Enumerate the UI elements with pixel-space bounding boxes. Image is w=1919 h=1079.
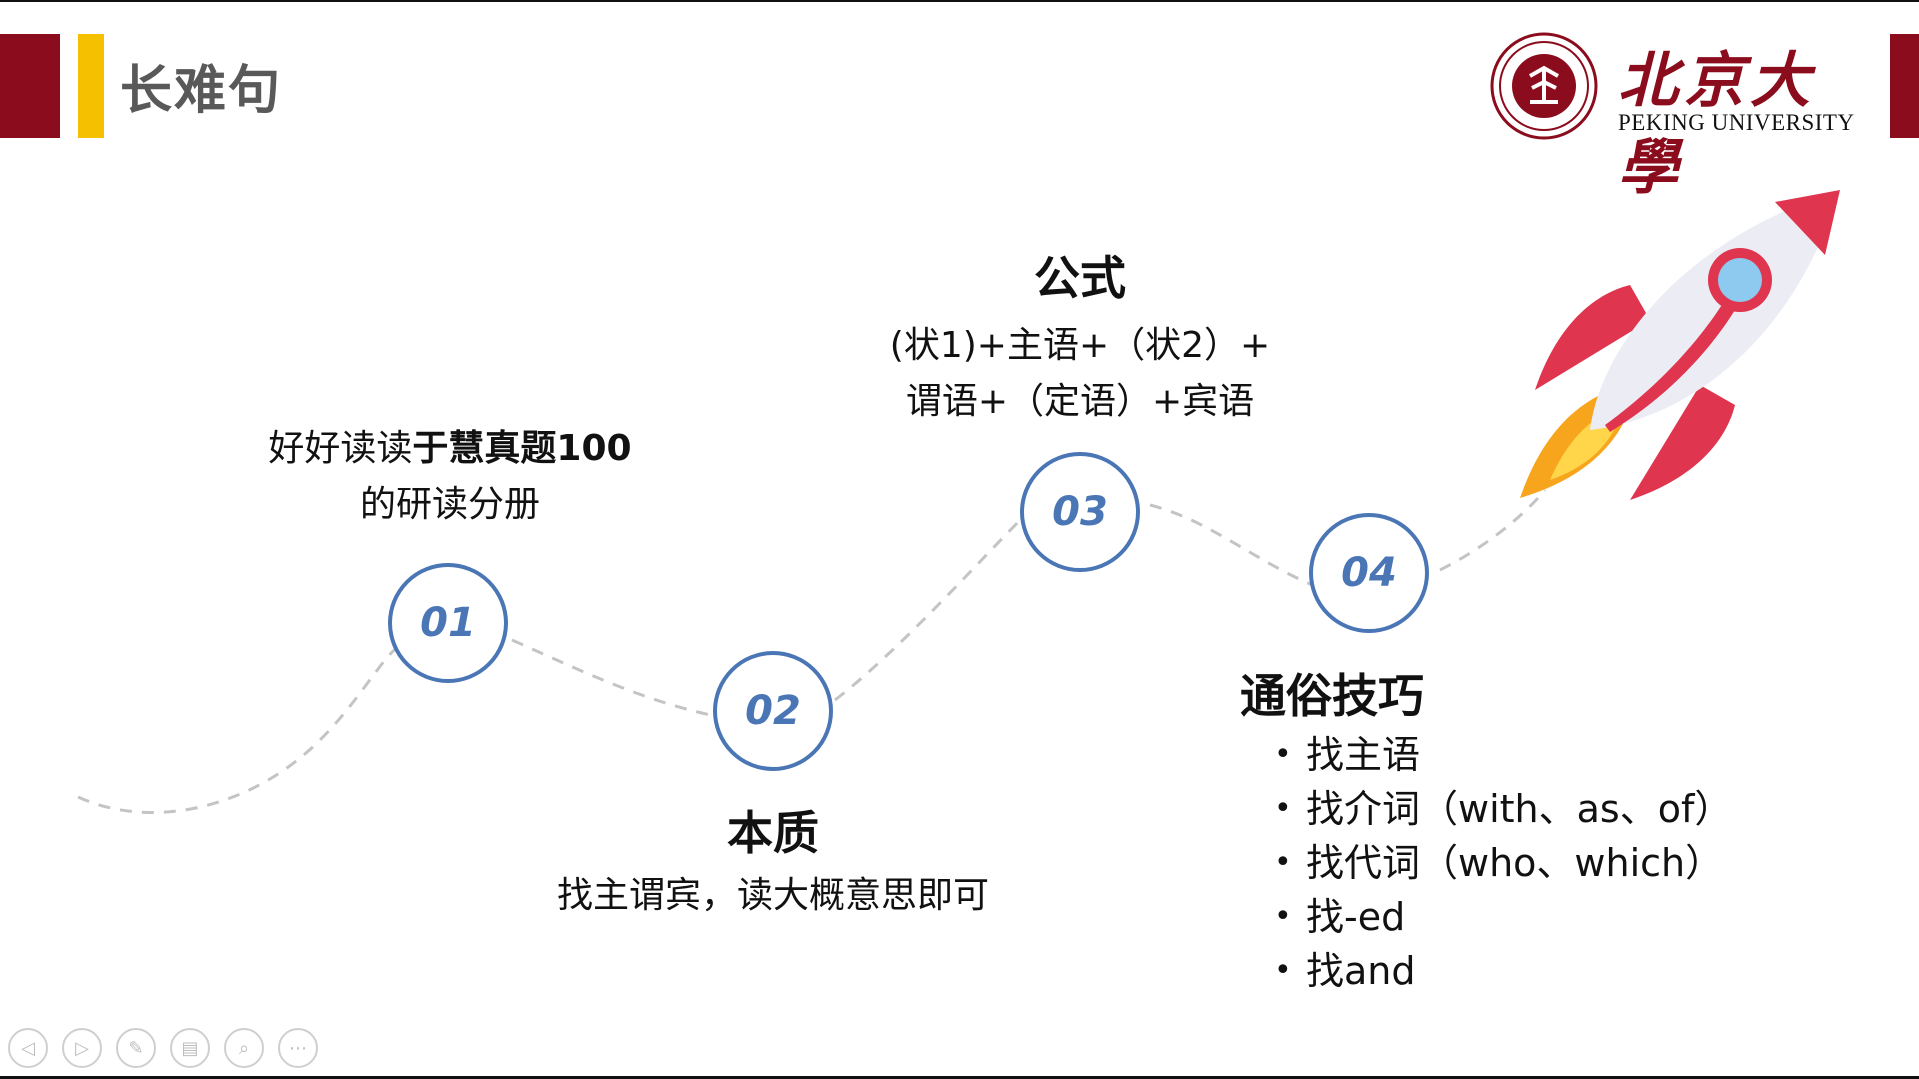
list-item: 找介词（with、as、of） — [1270, 782, 1732, 836]
step-04-title: 通俗技巧 — [1240, 669, 1424, 723]
more-icon[interactable]: ⋯ — [278, 1028, 318, 1068]
list-item: 找and — [1270, 944, 1732, 998]
step-01-circle: 01 — [388, 563, 508, 683]
bottom-border — [0, 1076, 1919, 1079]
step-02-text: 找主谓宾，读大概意思即可 — [556, 875, 989, 916]
step-01-line1: 好好读读于慧真题100 — [268, 428, 632, 469]
step-02-title: 本质 — [727, 806, 819, 860]
step-02-number: 02 — [745, 688, 801, 734]
university-logo: 北京大學 PEKING UNIVERSITY — [1490, 28, 1870, 203]
logo-english-name: PEKING UNIVERSITY — [1618, 110, 1855, 135]
header-yellow-bar — [78, 34, 104, 138]
slideshow-toolbar: ◁ ▷ ✎ ▤ ⌕ ⋯ — [8, 1028, 318, 1072]
step-03-number: 03 — [1052, 489, 1108, 535]
step-01-number: 01 — [420, 600, 476, 646]
prev-icon[interactable]: ◁ — [8, 1028, 48, 1068]
step-02-circle: 02 — [713, 651, 833, 771]
step-03-circle: 03 — [1020, 452, 1140, 572]
list-item: 找-ed — [1270, 890, 1732, 944]
step-03-line1: (状1)+主语+（状2）+ — [889, 325, 1271, 366]
slides-icon[interactable]: ▤ — [170, 1028, 210, 1068]
step-01-text: 好好读读于慧真题100 的研读分册 — [220, 421, 680, 533]
step-03-line2: 谓语+（定语）+宾语 — [905, 381, 1255, 422]
header-red-bar — [0, 34, 60, 138]
logo-chinese-name: 北京大學 — [1618, 46, 1816, 203]
list-item: 找主语 — [1270, 728, 1732, 782]
step-04-number: 04 — [1341, 550, 1397, 596]
top-border — [0, 0, 1919, 2]
peking-university-seal-icon — [1490, 32, 1598, 140]
step-04-tips-list: 找主语 找介词（with、as、of） 找代词（who、which） 找-ed … — [1270, 728, 1732, 998]
zoom-icon[interactable]: ⌕ — [224, 1028, 264, 1068]
header-red-bar-right — [1890, 34, 1919, 138]
step-01-line2: 的研读分册 — [359, 484, 540, 525]
page-title: 长难句 — [120, 61, 283, 121]
step-04-circle: 04 — [1309, 513, 1429, 633]
step-03-text: (状1)+主语+（状2）+ 谓语+（定语）+宾语 — [840, 318, 1320, 430]
next-icon[interactable]: ▷ — [62, 1028, 102, 1068]
rocket-icon — [1520, 190, 1840, 500]
list-item: 找代词（who、which） — [1270, 836, 1732, 890]
pen-icon[interactable]: ✎ — [116, 1028, 156, 1068]
step-03-title: 公式 — [1034, 251, 1126, 305]
